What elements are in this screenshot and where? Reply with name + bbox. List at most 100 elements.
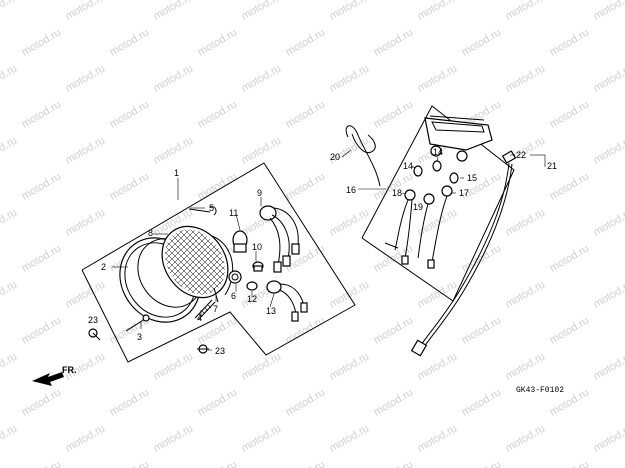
bolt-23-left	[88, 328, 101, 341]
watermark-text: motod.ru	[240, 422, 284, 454]
watermark-text: motod.ru	[504, 0, 548, 23]
watermark-text: motod.ru	[152, 62, 196, 94]
watermark-text: motod.ru	[504, 278, 548, 310]
watermark-text: motod.ru	[460, 458, 504, 468]
part-number-label: 23	[215, 346, 225, 356]
watermark-text: motod.ru	[416, 62, 460, 94]
watermark-text: motod.ru	[196, 170, 240, 202]
watermark-text: motod.ru	[64, 0, 108, 23]
watermark-text: motod.ru	[592, 206, 625, 238]
part-number-label: 17	[459, 188, 469, 198]
watermark-text: motod.ru	[108, 458, 152, 468]
bolt-23-bottom	[197, 344, 209, 354]
headlight-bulb	[232, 230, 248, 253]
part-number-label: 3	[137, 332, 142, 342]
watermark-text: motod.ru	[0, 350, 19, 382]
watermark-text: motod.ru	[548, 458, 592, 468]
watermark-text: motod.ru	[592, 350, 625, 382]
watermark-text: motod.ru	[20, 386, 64, 418]
watermark-text: motod.ru	[196, 386, 240, 418]
watermark-text: motod.ru	[196, 26, 240, 58]
watermark-text: motod.ru	[460, 314, 504, 346]
watermark-text: motod.ru	[20, 170, 64, 202]
bulb-15	[449, 172, 459, 184]
watermark-text: motod.ru	[328, 278, 372, 310]
part-number-label: 12	[247, 294, 257, 304]
watermark-text: motod.ru	[196, 98, 240, 130]
part-number-label: 2	[101, 262, 106, 272]
part-number-label: 4	[197, 313, 202, 323]
screw-5	[188, 206, 217, 216]
part-number-label: 9	[257, 188, 262, 198]
part-number-label: 10	[252, 242, 262, 252]
watermark-text: motod.ru	[0, 422, 19, 454]
part-number-label: 19	[413, 202, 423, 212]
bulb-10	[252, 261, 264, 272]
front-direction-label: FR.	[62, 365, 77, 375]
watermark-text: motod.ru	[20, 314, 64, 346]
watermark-text: motod.ru	[416, 278, 460, 310]
part-number-label: 21	[547, 161, 557, 171]
watermark-text: motod.ru	[64, 134, 108, 166]
watermark-text: motod.ru	[64, 206, 108, 238]
diagram-code: GK43-F0102	[516, 386, 564, 395]
watermark-text: motod.ru	[328, 422, 372, 454]
part-number-label: 20	[330, 152, 340, 162]
watermark-text: motod.ru	[460, 386, 504, 418]
watermark-text: motod.ru	[592, 278, 625, 310]
watermark-text: motod.ru	[284, 386, 328, 418]
watermark-text: motod.ru	[240, 134, 284, 166]
watermark-text: motod.ru	[504, 62, 548, 94]
bracket-20	[345, 125, 381, 187]
meter-case	[424, 115, 493, 162]
watermark-text: motod.ru	[152, 350, 196, 382]
watermark-text: motod.ru	[548, 314, 592, 346]
bolt-3	[125, 314, 150, 332]
part-number-label: 22	[516, 150, 526, 160]
watermark-text: motod.ru	[64, 278, 108, 310]
watermark-text: motod.ru	[548, 98, 592, 130]
watermark-text: motod.ru	[152, 134, 196, 166]
grommet-6	[228, 270, 242, 284]
watermark-text: motod.ru	[152, 422, 196, 454]
watermark-text: motod.ru	[416, 422, 460, 454]
watermark-text: motod.ru	[0, 134, 19, 166]
watermark-text: motod.ru	[504, 350, 548, 382]
headlight-socket-wires	[259, 205, 300, 273]
watermark-text: motod.ru	[328, 0, 372, 23]
watermark-text: motod.ru	[64, 422, 108, 454]
speedometer-cable	[410, 150, 517, 357]
bulb-14-a	[413, 165, 423, 177]
watermark-text: motod.ru	[64, 62, 108, 94]
watermark-text: motod.ru	[284, 170, 328, 202]
watermark-text: motod.ru	[108, 98, 152, 130]
watermark-text: motod.ru	[0, 0, 19, 23]
part-number-label: 14	[403, 161, 413, 171]
bulb-12	[246, 281, 258, 291]
watermark-text: motod.ru	[548, 242, 592, 274]
part-number-label: 8	[148, 228, 153, 238]
watermark-text: motod.ru	[592, 134, 625, 166]
watermark-text: motod.ru	[20, 242, 64, 274]
watermark-text: motod.ru	[0, 278, 19, 310]
watermark-text: motod.ru	[240, 350, 284, 382]
watermark-text: motod.ru	[196, 314, 240, 346]
watermark-text: motod.ru	[196, 458, 240, 468]
part-number-label: 23	[88, 315, 98, 325]
watermark-text: motod.ru	[504, 422, 548, 454]
watermark-text: motod.ru	[284, 26, 328, 58]
watermark-text: motod.ru	[592, 0, 625, 23]
bulb-14-b	[432, 160, 442, 172]
watermark-text: motod.ru	[372, 98, 416, 130]
watermark-text: motod.ru	[328, 62, 372, 94]
part-number-label: 7	[213, 304, 218, 314]
watermark-text: motod.ru	[504, 206, 548, 238]
watermark-text: motod.ru	[108, 26, 152, 58]
headlight-group-frame	[81, 162, 356, 363]
watermark-text: motod.ru	[152, 0, 196, 23]
front-direction-arrow: FR.	[32, 365, 77, 386]
position-light-socket	[266, 280, 308, 322]
